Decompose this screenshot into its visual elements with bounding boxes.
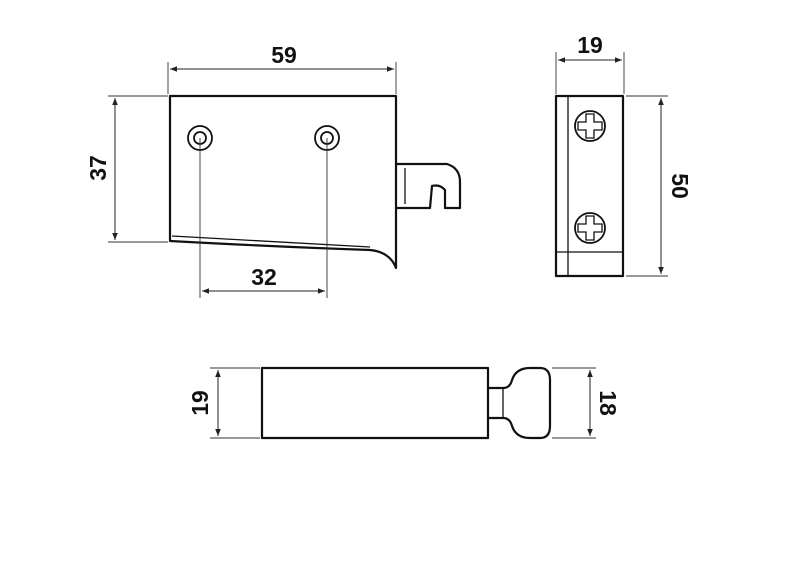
dim-bottom-tab-label: 18 xyxy=(595,390,621,416)
bottom-tab-outline xyxy=(486,366,552,440)
side-view xyxy=(554,94,625,278)
front-view xyxy=(168,94,462,270)
bottom-view xyxy=(260,366,552,440)
dim-bottom-height-label: 19 xyxy=(187,390,213,416)
side-screw-bottom xyxy=(574,212,606,244)
side-body-outline xyxy=(554,94,625,278)
bottom-body-outline xyxy=(260,366,490,440)
front-hook xyxy=(394,162,462,210)
dim-hole-spacing: 32 xyxy=(199,138,328,298)
dim-left-height-label: 37 xyxy=(85,155,111,181)
dim-side-width-label: 19 xyxy=(577,32,603,58)
dim-side-height: 50 xyxy=(626,95,693,277)
dim-top-width: 59 xyxy=(167,42,397,94)
front-body-outline xyxy=(168,94,398,270)
dim-side-width: 19 xyxy=(555,32,625,94)
front-body-edge xyxy=(171,235,371,248)
dim-bottom-tab: 18 xyxy=(552,367,621,439)
side-screw-top xyxy=(574,110,606,142)
dim-top-width-label: 59 xyxy=(271,42,297,68)
dim-bottom-height: 19 xyxy=(187,367,260,439)
dim-hole-spacing-label: 32 xyxy=(251,264,277,290)
dim-left-height: 37 xyxy=(85,95,168,243)
dim-side-height-label: 50 xyxy=(667,173,693,199)
